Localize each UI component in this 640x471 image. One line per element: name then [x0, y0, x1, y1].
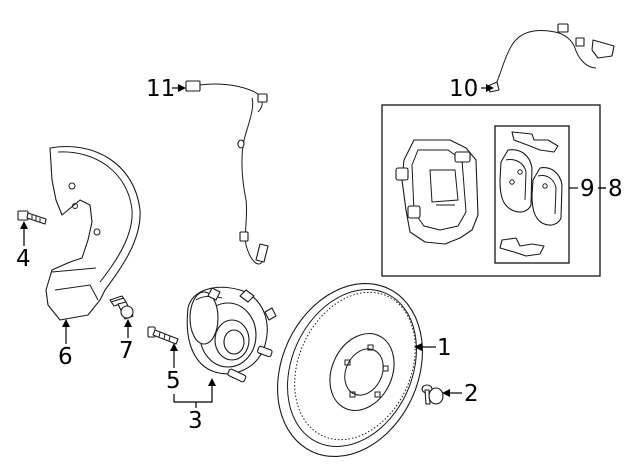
wheel-stud-5: [147, 326, 179, 345]
callout-3: 3: [188, 408, 203, 434]
callout-6: 6: [58, 344, 73, 370]
callout-1: 1: [437, 335, 452, 361]
callout-9: 9: [580, 176, 595, 202]
bolt-4: [17, 210, 47, 225]
caliper-kit-box: [381, 104, 601, 277]
speed-sensor-11: [185, 80, 269, 265]
callout-7: 7: [119, 338, 134, 364]
speed-sensor-10: [487, 23, 615, 93]
hub-bearing: [186, 286, 277, 383]
callout-4: 4: [16, 246, 31, 272]
brake-caliper: [395, 139, 479, 245]
brake-pads: [499, 149, 563, 226]
splash-shield: [45, 146, 141, 321]
callout-10: 10: [449, 76, 478, 102]
callout-8: 8: [608, 176, 623, 202]
callout-5: 5: [166, 368, 181, 394]
pad-clips: [499, 131, 559, 257]
brake-rotor: [277, 282, 423, 458]
callout-2: 2: [464, 381, 479, 407]
rotor-screw-2: [421, 384, 444, 405]
leader-lines: [20, 84, 606, 408]
bolt-7: [109, 295, 134, 320]
callout-11: 11: [146, 76, 175, 102]
